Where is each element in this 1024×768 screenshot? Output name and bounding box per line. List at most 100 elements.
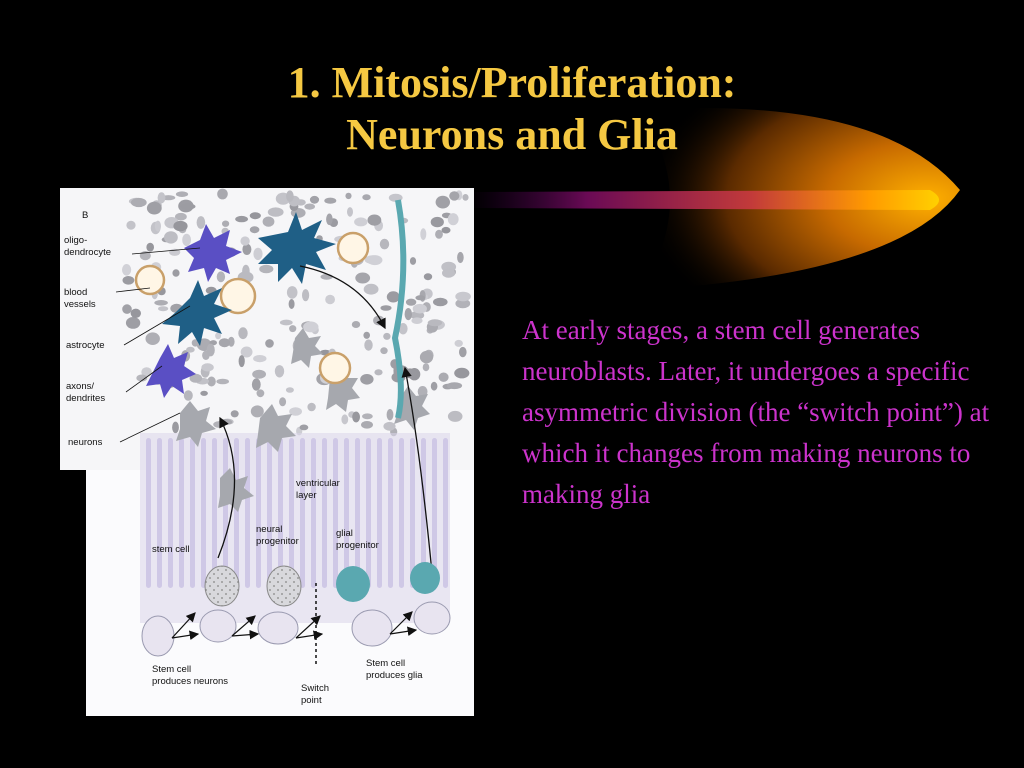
neuropil-pebble [364,255,381,265]
neuropil-pebble [249,212,261,220]
neuropil-pebble [419,350,434,364]
neuropil-pebble [309,195,320,204]
label-glial-progenitor-1: glial [336,528,353,539]
ventricular-column [289,438,294,588]
body-text: At early stages, a stem cell generates n… [522,315,990,509]
neuropil-pebble [286,190,294,202]
neuropil-pebble [383,421,396,431]
ventricular-column [267,438,272,588]
neuropil-pebble [217,188,228,200]
neuropil-pebble [122,276,135,285]
neuropil-pebble [325,294,335,305]
neuropil-pebble [352,411,360,423]
neuropil-pebble [302,289,310,302]
label-oligodendrocyte-1: oligo- [64,235,87,246]
neuropil-pebble [379,238,390,250]
ventricular-column [212,438,217,588]
neuropil-pebble [154,220,161,232]
ventricular-column [322,438,327,588]
neuropil-pebble [279,319,293,326]
neuropil-pebble [447,213,459,226]
neuropil-pebble [398,323,408,335]
neuropil-pebble [307,402,316,412]
neuropil-pebble [435,229,443,239]
neuropil-pebble [285,387,294,393]
neuropil-pebble [240,346,253,358]
label-oligodendrocyte-2: dendrocyte [64,247,111,258]
neuropil-pebble [455,291,471,302]
label-neural-progenitor-1: neural [256,524,282,535]
neuropil-pebble [362,194,371,201]
neuropil-pebble [141,367,152,377]
neuropil-pebble [242,243,252,255]
neuropil-pebble [125,317,141,329]
label-blood-vessels-2: vessels [64,299,96,310]
neuropil-pebble [454,339,463,347]
neuropil-pebble [207,376,216,387]
neuropil-pebble [249,226,260,234]
comet-decoration [470,107,960,290]
neuropil-pebble [180,203,196,210]
neuropil-pebble [345,192,352,200]
neuropil-pebble [361,421,373,429]
neuropil-pebble [145,332,160,345]
neuropil-pebble [438,372,449,382]
neuropil-pebble [154,300,168,306]
neuropil-pebble [222,220,230,227]
slide-title-line-2: Neurons and Glia [346,110,678,160]
neuropil-pebble [215,332,222,340]
neuropil-pebble [157,192,166,204]
label-leader-lines [115,247,201,443]
neuropil-pebble [430,216,444,228]
neuropil-pebble [172,421,179,434]
neuropil-pebble [130,197,147,208]
neuropil-pebble [288,299,295,309]
neuropil-pebble [164,231,178,244]
neuropil-pebble [238,327,248,340]
neuropil-pebble [409,257,417,265]
neuropil-pebble [299,424,309,431]
neuropil-pebble [324,197,337,204]
stem-cell-row [141,601,451,657]
neuropil-pebble [253,355,267,363]
neuropil-pebble [459,346,467,358]
ventricular-column [366,438,371,588]
neuropil-pebble [126,220,136,230]
neuropil-pebble [347,207,353,217]
slide-title-line-1: 1. Mitosis/Proliferation: [287,58,737,108]
neuropil-pebble [289,325,297,333]
neuropil-pebble [286,286,298,299]
neuropil-pebble [200,390,208,396]
neuropil-pebble [130,308,141,318]
neuropil-pebble [250,405,264,418]
neuropil-pebble [279,397,287,407]
neuropil-pebble [175,212,187,221]
neuropil-pebble [433,297,448,307]
ventricular-column [443,438,448,588]
ventricular-column [190,438,195,588]
ventricular-column [399,438,404,588]
stem-cell-progenitor [204,565,240,607]
neuropil-pebble [415,295,426,301]
radial-glia-fiber [391,199,407,419]
neuropil-pebble [158,306,169,312]
neuropil-pebble [240,236,250,246]
neuropil-pebble [404,308,412,321]
neuropil-pebble [320,273,333,280]
neuropil-pebble [186,346,195,353]
neuropil-pebble [253,247,263,261]
neuropil-pebble [183,390,193,401]
neuropil-pebble [355,272,371,284]
neuropil-pebble [303,321,319,333]
neuropil-pebble [411,317,423,324]
neuropil-pebble [122,264,132,276]
neuropil-pebble [441,226,451,234]
ventricular-column [333,438,338,588]
glial-progenitor-cell-right [410,562,440,594]
comet-streak [470,190,939,210]
label-stem-neurons-2: produces neurons [152,676,228,687]
neuropil-pebble [457,251,464,264]
label-axons-1: axons/ [66,381,94,392]
neuropil-pebble [412,303,427,314]
neuropil-pebble [386,409,394,421]
